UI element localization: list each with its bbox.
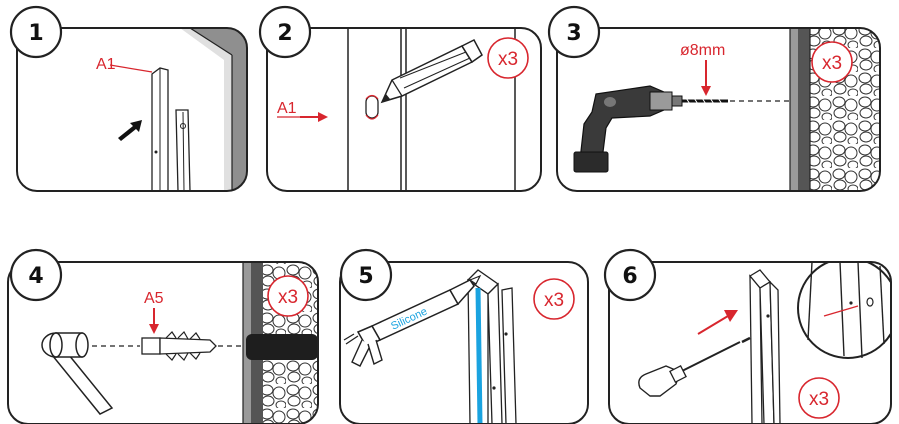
step-6-number: 6 [622,264,637,289]
silicone-gun-icon [343,274,482,367]
step-1-number: 1 [28,21,43,46]
arrow-icon [149,308,159,334]
step-3-badge: x3 [822,53,842,74]
arrow-icon [118,120,142,141]
arrow-icon [300,112,328,122]
step-5-number: 5 [358,264,373,289]
step-4-badge-circle [267,275,309,317]
door-profile [151,67,191,191]
screw-icon [741,336,751,344]
step-6-badge: x3 [809,389,829,410]
wall-plug-icon [141,331,217,361]
step-3-badge-circle [811,41,853,83]
step-2-number: 2 [277,21,292,46]
pencil-icon [380,39,483,104]
step-2-badge: x3 [498,49,518,70]
step-1-panel: A1 1 [9,5,248,192]
hammer-icon [41,332,114,415]
step-4-number: 4 [28,264,43,289]
step-6-badge-circle [798,377,840,419]
step-5-panel: Silicone x3 5 [339,248,589,424]
step-4-label-a5: A5 [144,290,164,307]
step-2-panel: A1 x3 2 [258,5,542,192]
magnifier-icon [797,262,891,359]
screwdriver-icon [638,341,741,397]
step-5-badge: x3 [544,290,564,311]
step-4-panel: A5 x3 4 [7,248,319,424]
drill-icon [573,85,728,173]
step-2-label-a1: A1 [277,100,297,117]
step-3-label-diameter: ø8mm [680,42,725,59]
step-3-number: 3 [566,21,581,46]
step-5-badge-circle [533,278,575,320]
arrow-icon [697,310,738,335]
step-3-panel: ø8mm x3 3 [547,5,881,192]
door-profile [466,269,517,424]
step-4-badge: x3 [278,287,298,308]
step-6-panel: x3 6 [603,248,892,424]
arrow-icon [701,60,711,96]
step-2-badge-circle [487,37,529,79]
step-1-label-a1: A1 [96,56,116,73]
door-profile [749,269,781,424]
